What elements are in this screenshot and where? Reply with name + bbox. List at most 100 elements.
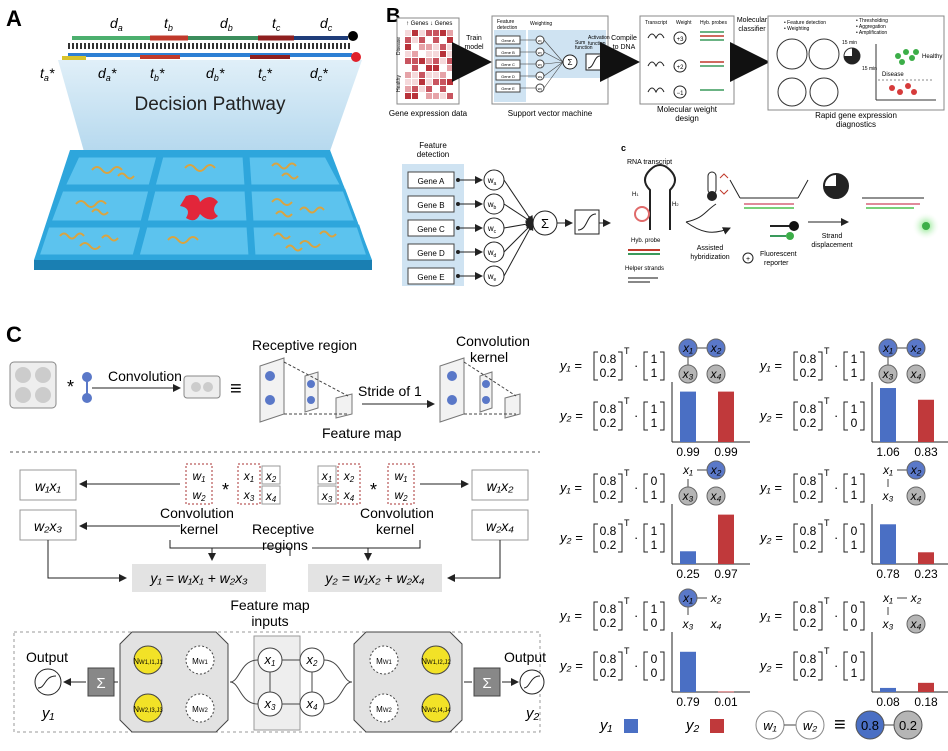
- heat-cell: [426, 93, 432, 99]
- heat-cell: [440, 58, 446, 64]
- mini-5-y1-v0: 0: [851, 602, 858, 616]
- mini-4-y2-v0: 0: [651, 652, 658, 666]
- mini-3-y1-v0: 1: [851, 474, 858, 488]
- heat-cells: [405, 30, 453, 99]
- heat-cell: [419, 58, 425, 64]
- svg-text:MW2: MW2: [192, 705, 208, 714]
- heat-cell: [405, 72, 411, 78]
- mini-0-node-1: [706, 338, 726, 358]
- mini-3-node-3: [906, 486, 926, 506]
- heat-cell: [447, 86, 453, 92]
- healthy-axis-label: Healthy: [396, 75, 402, 92]
- gene-label-2: Gene C: [417, 225, 445, 234]
- gene-label-3: Gene D: [417, 249, 445, 258]
- legend-02-node: [893, 710, 923, 740]
- mini-2-node-label-0: x₁: [682, 463, 693, 477]
- mini-0-y1-v0: 1: [651, 352, 658, 366]
- label-tc-top: tc: [272, 15, 281, 33]
- weight-minus1: −1: [677, 91, 685, 97]
- svm-weight-label: w₂: [538, 50, 543, 55]
- feature-map-label: Feature map: [322, 425, 402, 441]
- heat-cell: [440, 37, 446, 43]
- heat-cell: [447, 72, 453, 78]
- strand-2: displacement: [811, 242, 852, 249]
- heat-cell: [419, 72, 425, 78]
- legend-02-text: 0.2: [899, 718, 917, 733]
- hyb-probe-label: Hyb. probe: [631, 238, 661, 244]
- mw-caption-1: Molecular weight: [657, 105, 718, 114]
- heat-cell: [447, 44, 453, 50]
- heat-cell: [419, 30, 425, 36]
- arrow-classifier: Molecular classifier: [730, 17, 770, 82]
- molecular-mechanism: RNA transcript H1 H2 Hyb. probe Helper s…: [625, 159, 940, 283]
- mini-1-value-y1: 1.06: [876, 445, 900, 459]
- label-dc-top: dc: [320, 15, 333, 33]
- receptive-region-label: Receptive region: [252, 337, 357, 353]
- mini-4-node-label-2: x₃: [682, 617, 694, 631]
- decision-board: [34, 150, 372, 270]
- gene-label-0: Gene A: [418, 177, 445, 186]
- heat-cell: [447, 37, 453, 43]
- fluorescent-1: Fluorescent: [760, 251, 797, 258]
- mini-0-y2-label: y₂ =: [559, 408, 583, 423]
- mini-1-y1-dot: ·: [834, 358, 838, 373]
- svg-text:Σ: Σ: [541, 216, 549, 231]
- heat-cell: [433, 86, 439, 92]
- svg-text:MW1: MW1: [376, 657, 392, 666]
- mini-0-y2-T: T: [624, 396, 630, 406]
- heat-cell: [433, 72, 439, 78]
- mini-0-value-y2: 0.99: [714, 445, 738, 459]
- heat-cell: [412, 30, 418, 36]
- mini-2-y1-T: T: [624, 468, 630, 478]
- out2-w1x2: w₁x₂: [487, 478, 515, 494]
- heat-cell: [433, 44, 439, 50]
- heat-cell: [412, 37, 418, 43]
- mini-5-bar-y2: [918, 682, 934, 692]
- activation-function-1: Activation: [588, 35, 610, 41]
- label-db-top: db: [220, 15, 233, 33]
- label-dc-star: dc*: [310, 65, 328, 83]
- mini-4-y2-v1: 0: [651, 666, 658, 680]
- mini-1-node-2: [878, 364, 898, 384]
- mini-0-y1-v1: 1: [651, 366, 658, 380]
- panel-a-label: A: [6, 6, 22, 31]
- mini-1-y1-v1: 1: [851, 366, 858, 380]
- svg-text:x1: x1: [264, 652, 276, 668]
- mini-4-node-label-1: x₂: [710, 591, 722, 605]
- mini-4-value-y1: 0.79: [676, 695, 700, 709]
- mini-0-node-label-3: x₄: [710, 367, 722, 381]
- gene-box-2: [407, 219, 455, 237]
- mini-1-y2-a: 0.8: [800, 402, 817, 416]
- mini-5-y2-a: 0.8: [800, 652, 817, 666]
- equation-y2: y₂ = w₁x₂ + w₂x₄: [324, 570, 425, 586]
- heat-cell: [433, 51, 439, 57]
- fluorescent-2: reporter: [764, 260, 789, 267]
- mini-1-node-3: [906, 364, 926, 384]
- conv-kernel-left-2: kernel: [180, 521, 218, 537]
- mini-3-y1-v1: 1: [851, 488, 858, 502]
- heat-cell: [447, 58, 453, 64]
- heat-cell: [440, 65, 446, 71]
- mini-5-y2-b: 0.2: [800, 666, 817, 680]
- heat-cell: [426, 79, 432, 85]
- mini-4-node-label-0: x₁: [682, 591, 693, 605]
- mini-4-y1-b: 0.2: [600, 616, 617, 630]
- out1-w1x1: w₁x₁: [35, 478, 62, 494]
- mini-3-value-y2: 0.23: [914, 567, 938, 581]
- mini-1-y1-b: 0.2: [800, 366, 817, 380]
- svm-weight-label: w₁: [538, 38, 543, 43]
- mini-1-node-label-2: x₃: [882, 367, 894, 381]
- heat-cell: [426, 51, 432, 57]
- heat-cell: [447, 65, 453, 71]
- diag-b2-3: • Amplification: [856, 30, 887, 36]
- mini-2-y2-v0: 1: [651, 524, 658, 538]
- heat-cell: [405, 58, 411, 64]
- legend-y1-label: y₁: [599, 717, 613, 734]
- heat-cell: [440, 72, 446, 78]
- arrow-classifier-label-2: classifier: [738, 26, 766, 33]
- mini-5-y1-v1: 0: [851, 616, 858, 630]
- heat-cell: [426, 72, 432, 78]
